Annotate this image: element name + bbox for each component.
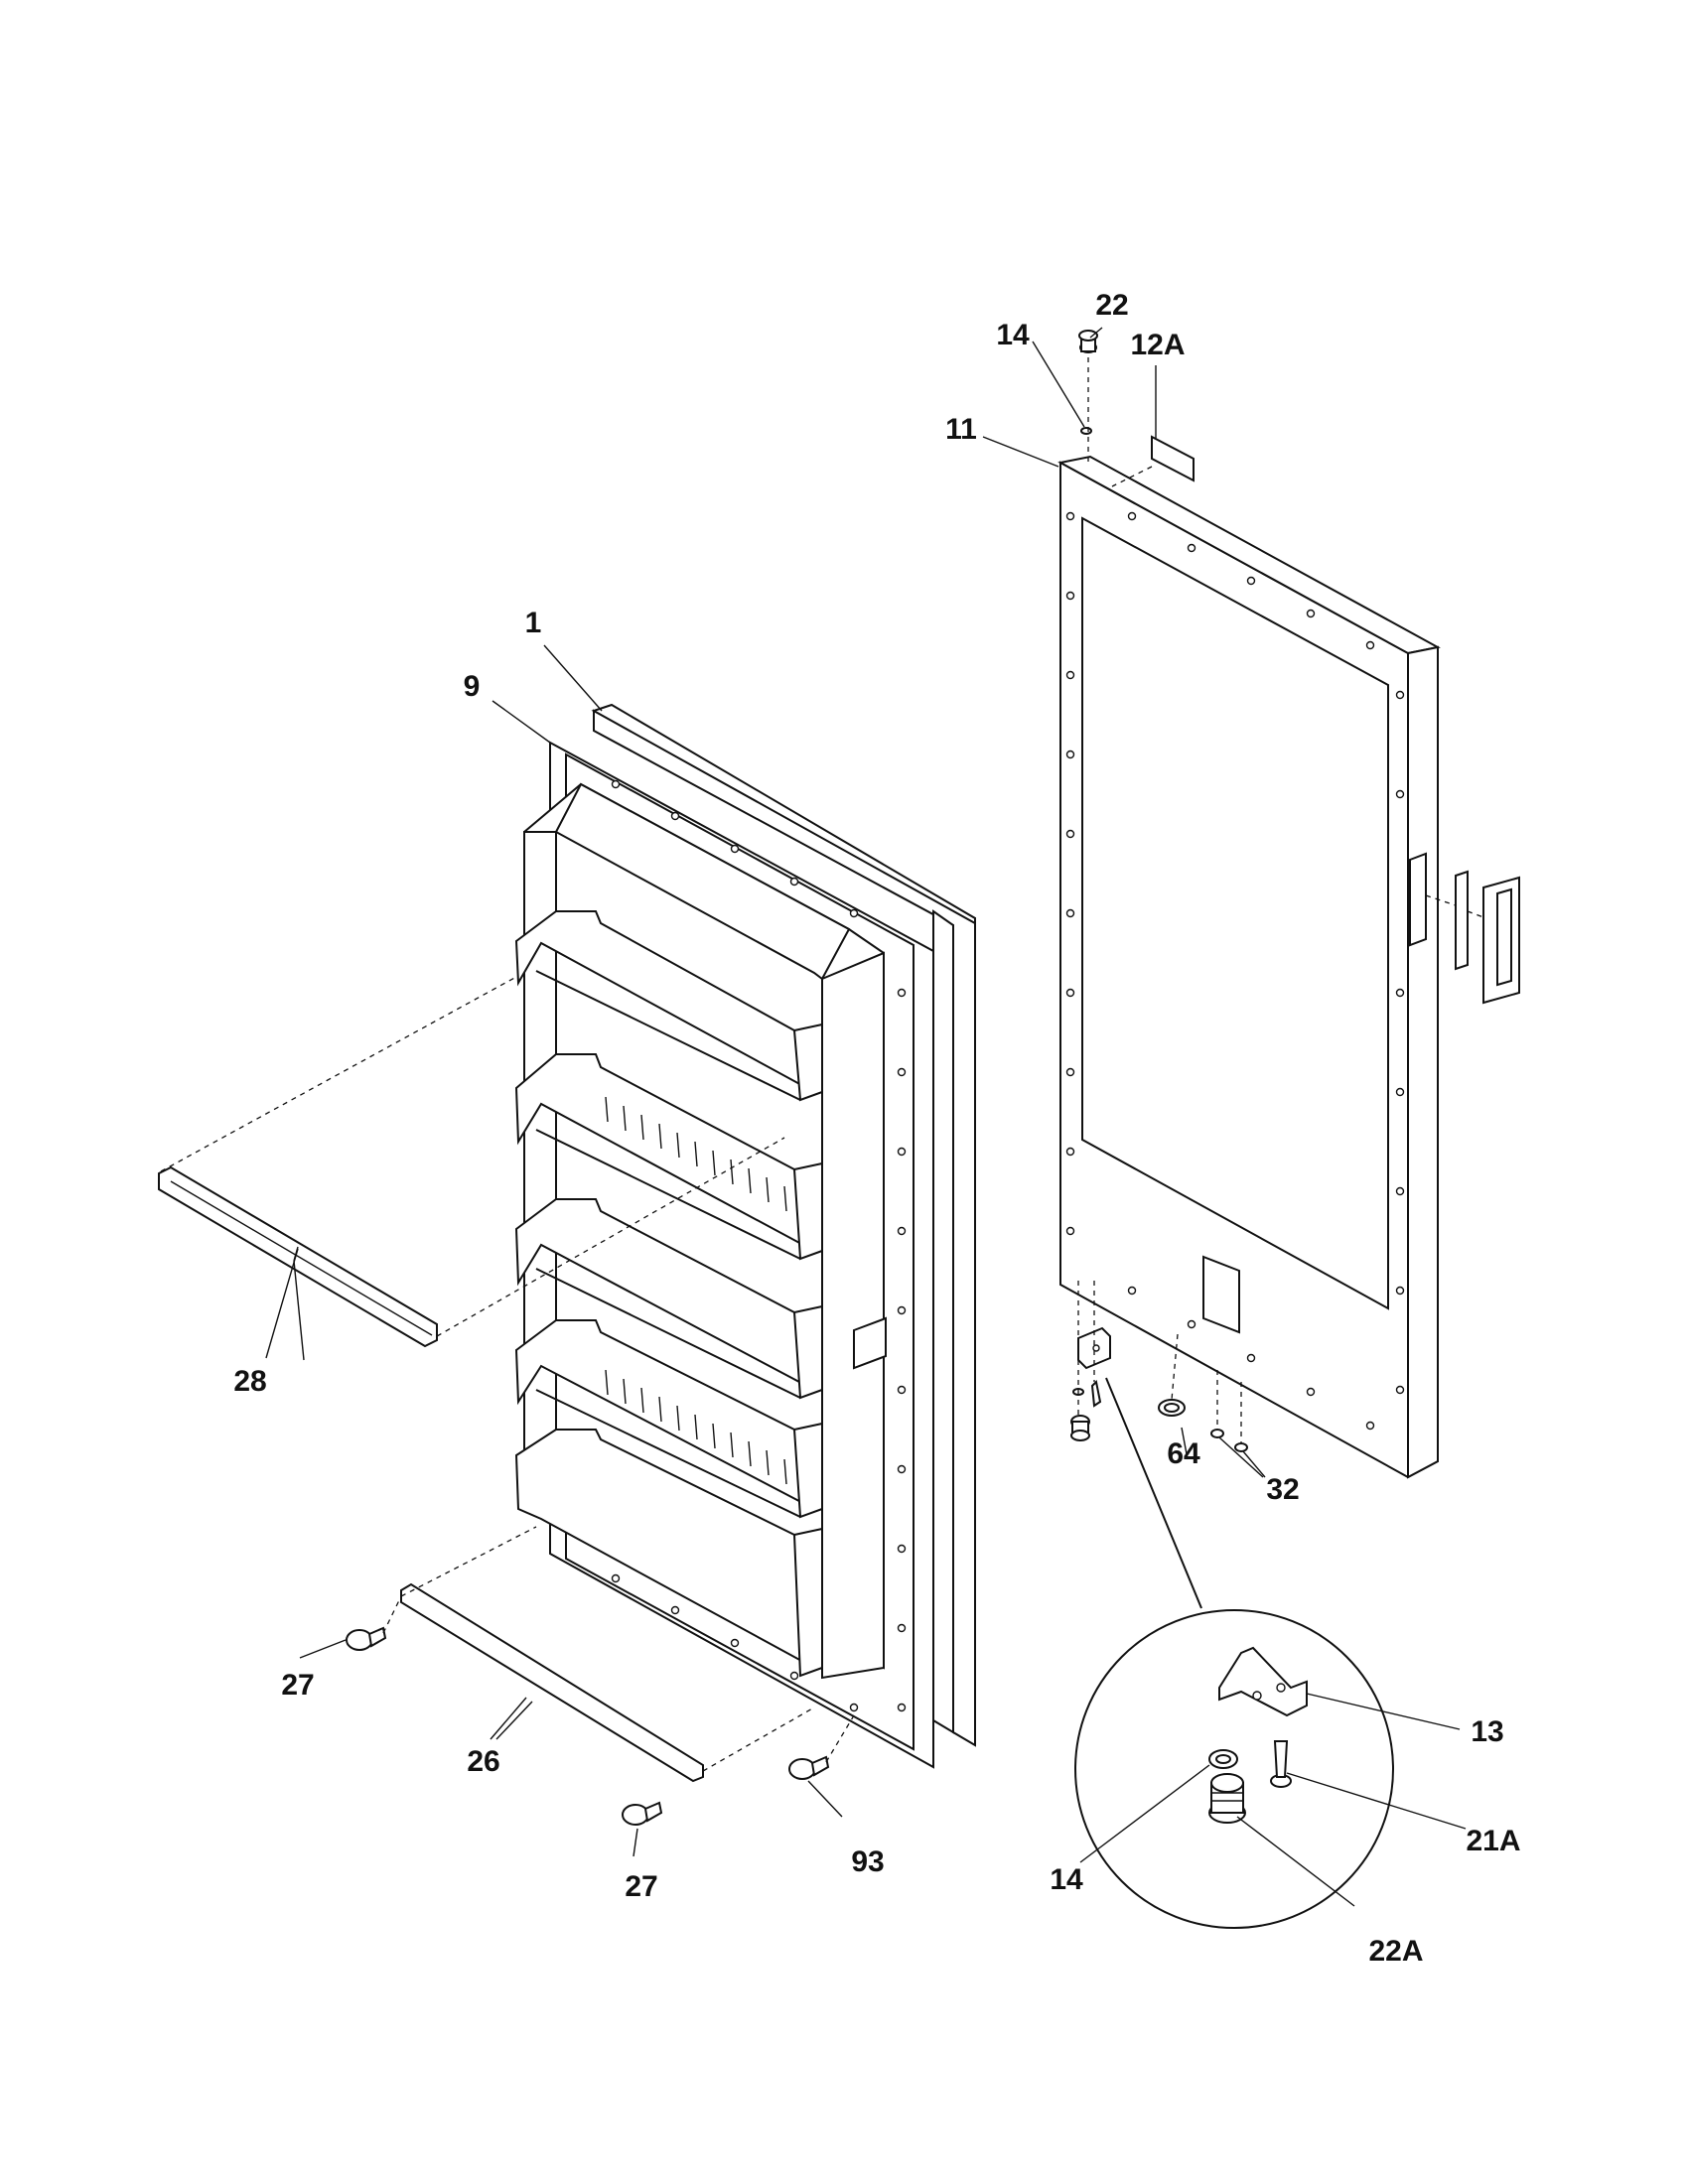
outer-door-panel xyxy=(1057,455,1441,1479)
callout-64: 64 xyxy=(1167,1437,1200,1470)
door-hinge-tab xyxy=(853,1316,887,1370)
callout-26: 26 xyxy=(467,1745,500,1778)
callout-1: 1 xyxy=(524,607,542,639)
screw-27-upper xyxy=(346,1626,387,1651)
callout-13: 13 xyxy=(1471,1715,1504,1748)
callout-14-detail: 14 xyxy=(1050,1863,1083,1896)
callout-11: 11 xyxy=(945,413,977,446)
bottom-hinge-hardware xyxy=(1070,1281,1248,1452)
label-plate-12A xyxy=(1111,435,1195,487)
screw-27-lower xyxy=(622,1801,663,1826)
detail-magnifier xyxy=(1074,1377,1394,1929)
door-shelf-4 xyxy=(514,1319,823,1519)
shelf-retainer-bar-upper xyxy=(158,1165,438,1348)
callout-27-lower: 27 xyxy=(625,1870,658,1903)
callout-93: 93 xyxy=(851,1845,885,1878)
callout-14-top: 14 xyxy=(996,319,1030,351)
door-handle xyxy=(1425,870,1520,1005)
screw-93 xyxy=(788,1755,830,1780)
door-shelf-5 xyxy=(514,1429,823,1678)
door-gasket-assembly xyxy=(514,703,976,1769)
door-shelf-3 xyxy=(514,1198,823,1400)
gasket-holes xyxy=(611,779,907,1712)
callout-32: 32 xyxy=(1266,1473,1300,1506)
top-hinge-pin xyxy=(1078,330,1098,467)
callout-9: 9 xyxy=(463,670,481,703)
shelf-retainer-bar-lower xyxy=(400,1582,704,1783)
door-shelf-2 xyxy=(514,1053,823,1261)
leader-lines xyxy=(265,327,1467,1907)
callout-22A: 22A xyxy=(1368,1935,1424,1968)
callout-12A: 12A xyxy=(1130,329,1186,361)
assembly-lines-left xyxy=(160,976,855,1772)
callout-28: 28 xyxy=(233,1365,267,1398)
callout-22: 22 xyxy=(1095,289,1129,322)
callout-21A: 21A xyxy=(1466,1825,1521,1857)
callout-27-upper: 27 xyxy=(281,1669,315,1702)
door-shelf-1 xyxy=(514,910,823,1102)
